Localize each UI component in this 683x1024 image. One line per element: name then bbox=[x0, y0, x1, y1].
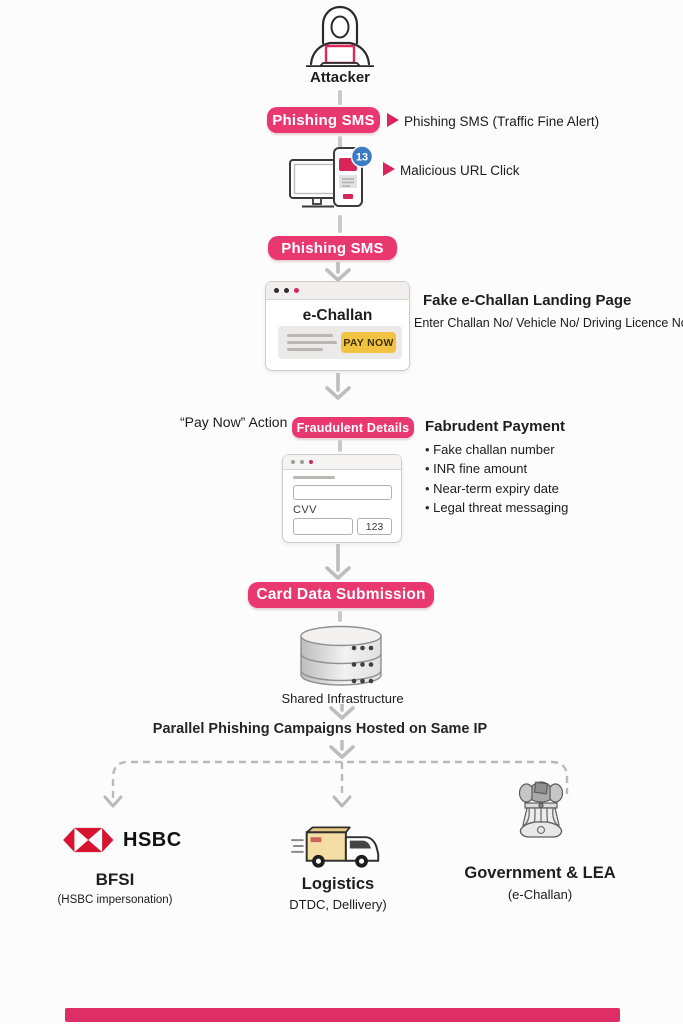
footer-accent-bar bbox=[65, 1008, 620, 1022]
window-dot-icon bbox=[284, 288, 289, 293]
logistics-title: Logistics bbox=[301, 875, 375, 893]
cvv-input[interactable] bbox=[293, 518, 353, 535]
pay-now-action-note: “Pay Now” Action bbox=[180, 414, 288, 430]
cvv-label: CVV bbox=[293, 504, 317, 516]
window-titlebar bbox=[283, 455, 401, 470]
bfsi-subtitle: (HSBC impersonation) bbox=[57, 894, 173, 906]
text-skeleton bbox=[287, 341, 337, 344]
bullet-item: INR fine amount bbox=[425, 459, 568, 478]
fraudulent-payment-heading: Fabrudent Payment bbox=[425, 418, 566, 435]
connector-3 bbox=[338, 215, 342, 233]
government-subtitle: (e-Challan) bbox=[507, 887, 573, 902]
window-dot-icon bbox=[300, 460, 304, 464]
note-arrow-icon-2 bbox=[383, 162, 395, 176]
government-title: Government & LEA bbox=[464, 864, 616, 882]
hsbc-logo: HSBC bbox=[62, 827, 182, 853]
pay-now-button[interactable]: PAY NOW bbox=[341, 332, 396, 353]
card-number-input[interactable] bbox=[293, 485, 392, 500]
bullet-item: Legal threat messaging bbox=[425, 498, 568, 517]
connector-2 bbox=[338, 136, 342, 148]
shared-infrastructure-caption: Shared Infrastructure bbox=[281, 691, 404, 706]
logistics-subtitle: DTDC, Dellivery) bbox=[289, 897, 387, 912]
hsbc-wordmark: HSBC bbox=[123, 828, 182, 851]
badge-count: 13 bbox=[356, 152, 368, 164]
fraud-bullet-list: Fake challan number INR fine amount Near… bbox=[425, 440, 568, 517]
connector-1 bbox=[338, 90, 342, 105]
window-dot-icon bbox=[274, 288, 279, 293]
landing-window-title: e-Challan bbox=[302, 307, 373, 324]
down-arrow-4 bbox=[329, 704, 355, 720]
attacker-icon bbox=[306, 5, 374, 67]
government-emblem-icon bbox=[518, 781, 564, 838]
card-form-window: CVV 123 bbox=[282, 454, 402, 543]
database-icon bbox=[300, 625, 382, 686]
bullet-item: Near-term expiry date bbox=[425, 479, 568, 498]
delivery-truck-icon bbox=[291, 826, 380, 868]
device-note: Malicious URL Click bbox=[400, 163, 520, 178]
infected-device-icon: 13 bbox=[289, 146, 374, 208]
branch-dashed-connector bbox=[103, 760, 569, 808]
attacker-label: Attacker bbox=[309, 69, 371, 86]
fake-landing-window: e-Challan PAY NOW bbox=[265, 281, 410, 371]
notification-badge bbox=[350, 146, 374, 168]
hsbc-mark-icon bbox=[63, 827, 114, 853]
down-arrow-5 bbox=[329, 740, 355, 759]
text-skeleton bbox=[287, 348, 323, 351]
card-data-submission-button[interactable]: Card Data Submission bbox=[248, 582, 434, 608]
window-dot-icon bbox=[291, 460, 295, 464]
fraudulent-details-button[interactable]: Fraudulent Details bbox=[292, 417, 414, 438]
down-arrow-3 bbox=[325, 544, 351, 580]
phishing-sms-button-1[interactable]: Phishing SMS bbox=[267, 107, 380, 133]
landing-subheading: Enter Challan No/ Vehicle No/ Driving Li… bbox=[414, 316, 683, 330]
cvv-hint-box[interactable]: 123 bbox=[357, 518, 392, 535]
bullet-item: Fake challan number bbox=[425, 440, 568, 459]
parallel-campaigns-caption: Parallel Phishing Campaigns Hosted on Sa… bbox=[152, 721, 488, 737]
down-arrow-1 bbox=[325, 262, 351, 282]
window-titlebar bbox=[266, 282, 409, 300]
sms1-note: Phishing SMS (Traffic Fine Alert) bbox=[404, 114, 600, 129]
note-arrow-icon-1 bbox=[387, 113, 399, 127]
window-dot-icon bbox=[294, 288, 299, 293]
connector-4 bbox=[338, 440, 342, 452]
text-skeleton bbox=[293, 476, 335, 479]
landing-content-panel: PAY NOW bbox=[278, 326, 402, 359]
landing-heading: Fake e-Challan Landing Page bbox=[423, 292, 632, 309]
down-arrow-2 bbox=[325, 373, 351, 400]
bfsi-title: BFSI bbox=[95, 870, 135, 889]
phishing-sms-button-2[interactable]: Phishing SMS bbox=[268, 236, 397, 260]
window-dot-icon bbox=[309, 460, 313, 464]
text-skeleton bbox=[287, 334, 333, 337]
connector-5 bbox=[338, 611, 342, 622]
